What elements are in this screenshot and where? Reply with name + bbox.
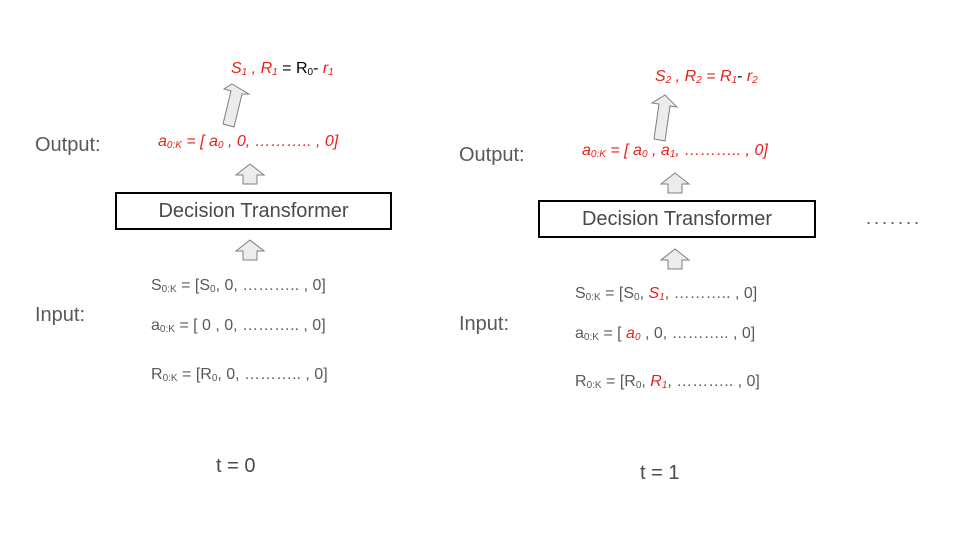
action-input-t1: a0:K = [ a0 , 0, ……….. , 0] — [575, 325, 756, 343]
output-label-t0: Output: — [35, 134, 101, 156]
continuation-ellipsis: ....... — [866, 208, 923, 228]
decision-transformer-box-t1: Decision Transformer — [538, 200, 816, 238]
output-label-t1: Output: — [459, 144, 525, 166]
input-label-t0: Input: — [35, 304, 86, 326]
action-output-t0: a0:K = [ a0 , 0, ……….. , 0] — [158, 133, 339, 151]
decision-transformer-box-t0: Decision Transformer — [115, 192, 392, 230]
action-output-t1: a0:K = [ a0 , a1, ……….. , 0] — [582, 142, 768, 160]
return-input-t1: R0:K = [R0, R1, ……….. , 0] — [575, 373, 760, 391]
input-label-t1: Input: — [459, 313, 510, 335]
decision-transformer-label-t0: Decision Transformer — [158, 199, 349, 222]
next-state-reward-t0: S1 , R1 = R0- r1 — [231, 60, 334, 78]
return-input-t0: R0:K = [R0, 0, ……….. , 0] — [151, 366, 328, 384]
time-label-t0: t = 0 — [216, 455, 256, 477]
action-input-t0: a0:K = [ 0 , 0, ……….. , 0] — [151, 317, 326, 335]
decision-transformer-label-t1: Decision Transformer — [581, 207, 773, 230]
state-input-t0: S0:K = [S0, 0, ……….. , 0] — [151, 277, 326, 295]
state-input-t1: S0:K = [S0, S1, ……….. , 0] — [575, 285, 758, 303]
next-state-reward-t1: S2 , R2 = R1- r2 — [655, 68, 758, 86]
time-label-t1: t = 1 — [640, 462, 680, 484]
